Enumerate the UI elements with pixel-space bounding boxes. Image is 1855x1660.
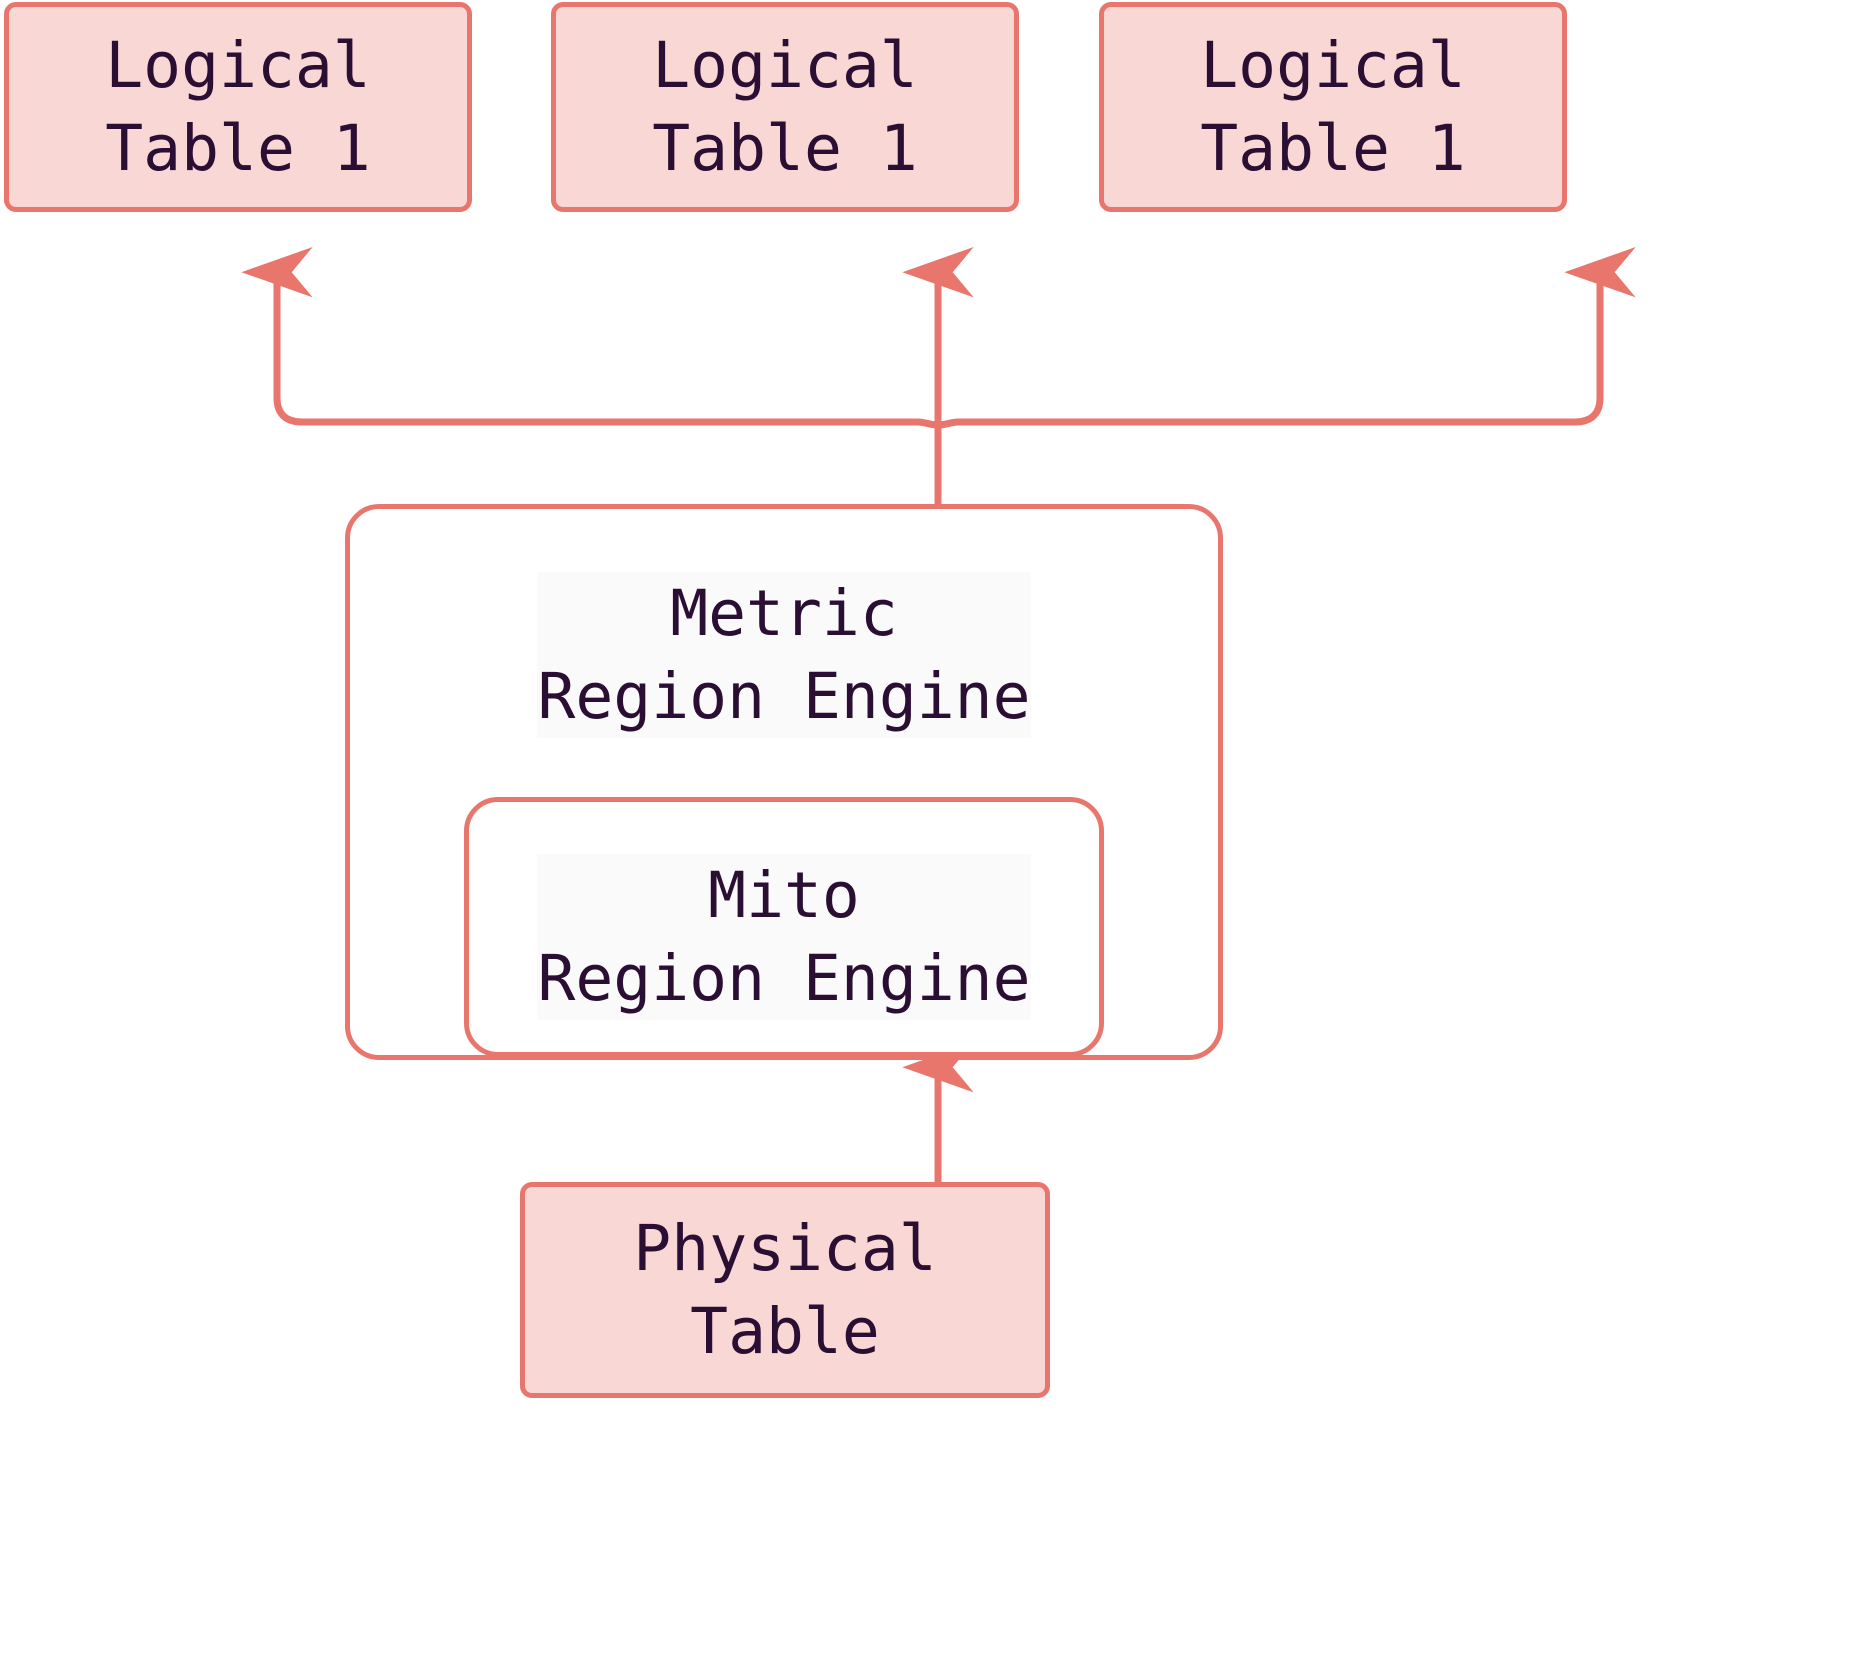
edge-metric-to-logical-3 bbox=[937, 246, 1636, 429]
node-mito-region-engine[interactable]: Mito Region Engine bbox=[464, 797, 1104, 1057]
node-logical-table-2[interactable]: Logical Table 1 bbox=[551, 2, 1019, 212]
node-logical-table-3[interactable]: Logical Table 1 bbox=[1099, 2, 1567, 212]
node-physical-table-label: Physical Table bbox=[633, 1211, 937, 1368]
node-logical-table-1[interactable]: Logical Table 1 bbox=[4, 2, 472, 212]
node-physical-table[interactable]: Physical Table bbox=[520, 1182, 1050, 1398]
node-metric-region-engine-label: Metric Region Engine bbox=[537, 572, 1031, 739]
node-logical-table-3-label: Logical Table 1 bbox=[1200, 28, 1466, 185]
node-logical-table-2-label: Logical Table 1 bbox=[652, 28, 918, 185]
node-logical-table-1-label: Logical Table 1 bbox=[105, 28, 371, 185]
node-mito-region-engine-label: Mito Region Engine bbox=[537, 854, 1031, 1021]
edge-metric-to-logical-1 bbox=[241, 246, 939, 429]
